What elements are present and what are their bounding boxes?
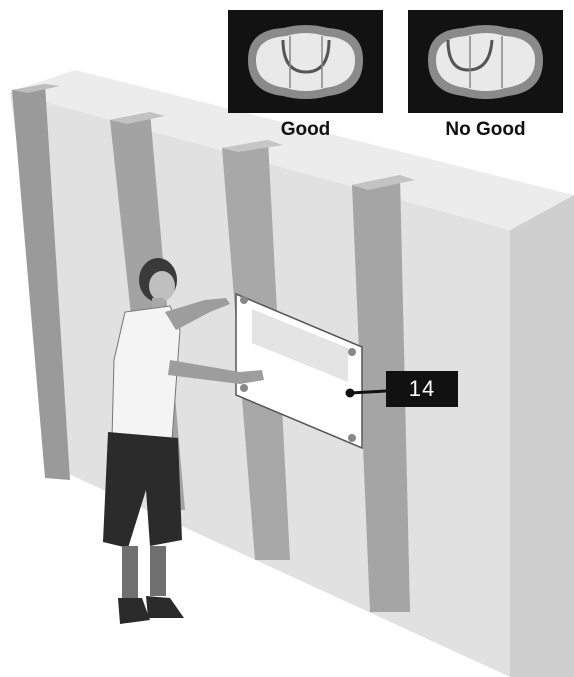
level-good-image [228, 10, 383, 113]
wall-side-face [510, 195, 574, 677]
callout-number-box: 14 [386, 371, 458, 407]
level-bad-image [408, 10, 563, 113]
level-good-caption: Good [228, 119, 383, 141]
callout-number: 14 [409, 376, 435, 402]
level-bad-caption: No Good [408, 119, 563, 141]
